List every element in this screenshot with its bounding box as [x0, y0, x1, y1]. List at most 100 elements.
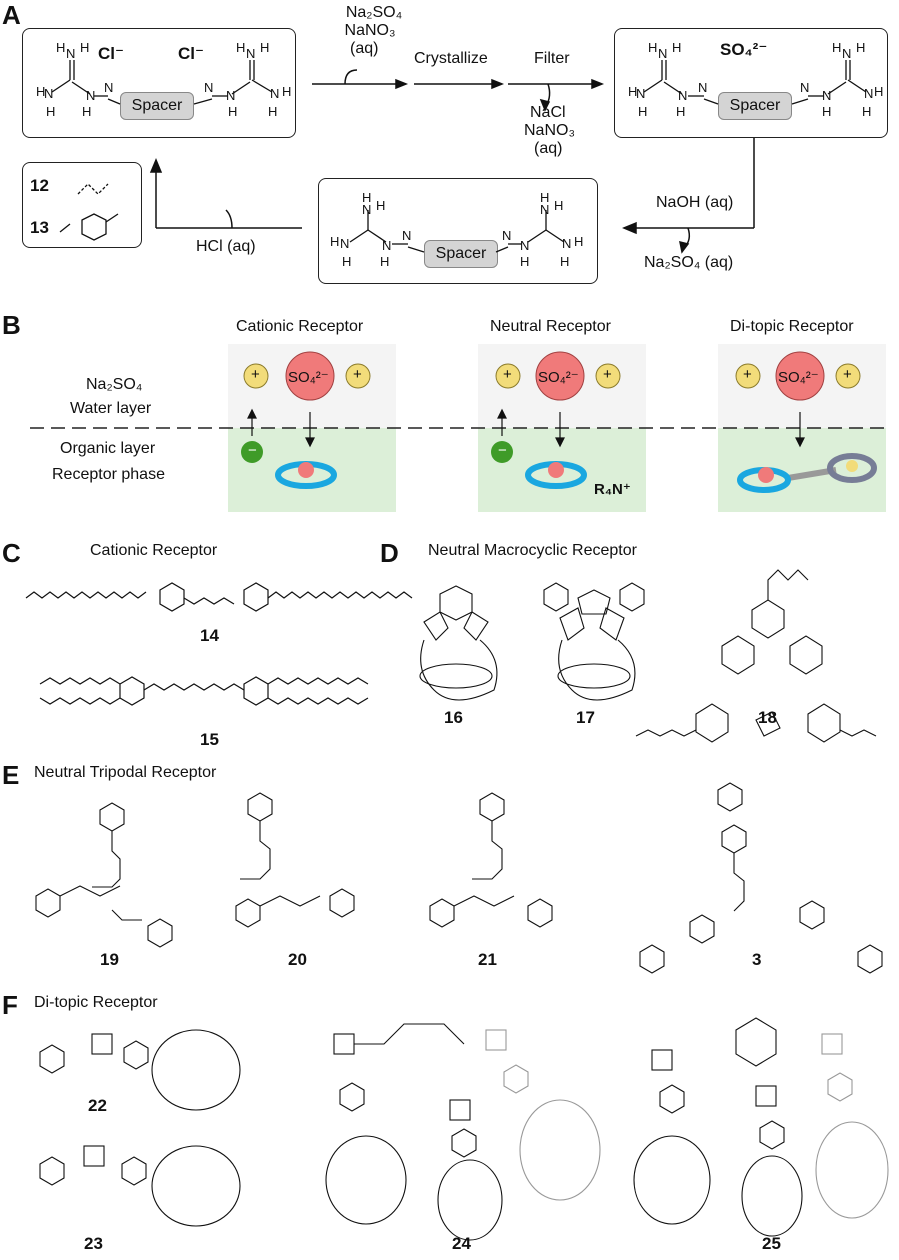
byproduct-nacl: NaCl: [530, 104, 566, 121]
anion-sign-2: −: [498, 442, 507, 459]
svg-text:H: H: [282, 84, 291, 99]
compound-3-label: 3: [752, 950, 762, 969]
svg-text:H: H: [80, 40, 89, 55]
sodium-cation-5: [735, 363, 761, 389]
quaternary-ammonium-label: R₄N⁺: [594, 481, 631, 498]
svg-text:N: N: [636, 86, 645, 101]
svg-text:H: H: [228, 104, 237, 119]
svg-text:H: H: [380, 254, 389, 269]
svg-text:H: H: [540, 190, 549, 205]
chloride-anion-1: Cl⁻: [98, 44, 124, 63]
panel-letter-b: B: [2, 310, 21, 340]
sulfate-label-1: SO₄²⁻: [288, 369, 329, 386]
svg-text:N: N: [44, 86, 53, 101]
svg-text:N: N: [270, 86, 279, 101]
filter-step: Filter: [534, 50, 570, 67]
spacer-label-1: Spacer: [120, 92, 194, 120]
cation-sign-5: +: [743, 366, 752, 383]
svg-text:H: H: [260, 40, 269, 55]
crystallize-step: Crystallize: [414, 50, 488, 67]
svg-text:H: H: [856, 40, 865, 55]
svg-text:N: N: [66, 46, 75, 61]
svg-text:H: H: [832, 40, 841, 55]
svg-text:H: H: [268, 104, 277, 119]
panel-letter-f: F: [2, 990, 18, 1020]
svg-text:H: H: [36, 84, 45, 99]
sodium-cation-2: [345, 363, 371, 389]
receptor-phase-label: Receptor phase: [52, 466, 165, 483]
sulfate-label-2: SO₄²⁻: [538, 369, 579, 386]
panel-letter-c: C: [2, 538, 21, 568]
svg-text:N: N: [800, 80, 809, 95]
panel-letter-d: D: [380, 538, 399, 568]
compound-16-label: 16: [444, 708, 463, 727]
compound-25-label: 25: [762, 1234, 781, 1253]
reagent-aq: (aq): [350, 40, 379, 57]
spacer-legend-12: 12: [30, 176, 49, 195]
spacer-label-3: Spacer: [424, 240, 498, 268]
compound-15-label: 15: [200, 730, 219, 749]
panel-c-title: Cationic Receptor: [90, 542, 218, 559]
compound-18-label: 18: [758, 708, 777, 727]
svg-text:N: N: [562, 236, 571, 251]
panel-d-title: Neutral Macrocyclic Receptor: [428, 542, 637, 559]
anion-sign-1: −: [248, 442, 257, 459]
compound-24-label: 24: [452, 1234, 471, 1253]
col-title-cationic: Cationic Receptor: [236, 318, 364, 335]
svg-text:N: N: [540, 202, 549, 217]
spacer-label-2: Spacer: [718, 92, 792, 120]
reagent-na2so4: Na₂SO₄: [345, 4, 403, 21]
svg-text:N: N: [226, 88, 235, 103]
compound-21-label: 21: [478, 950, 497, 969]
col-title-ditopic: Di-topic Receptor: [730, 318, 854, 335]
panel-letter-a: A: [2, 0, 21, 30]
svg-text:H: H: [822, 104, 831, 119]
cation-sign-4: +: [603, 366, 612, 383]
cation-sign-6: +: [843, 366, 852, 383]
svg-text:H: H: [628, 84, 637, 99]
svg-text:N: N: [678, 88, 687, 103]
svg-text:H: H: [648, 40, 657, 55]
cation-sign-3: +: [503, 366, 512, 383]
reagent-hcl: HCl (aq): [196, 238, 256, 255]
svg-text:H: H: [638, 104, 647, 119]
compound-19-label: 19: [100, 950, 119, 969]
water-layer-salt: Na₂SO₄: [86, 376, 143, 393]
panel-e-title: Neutral Tripodal Receptor: [34, 764, 217, 781]
organic-layer-label: Organic layer: [60, 440, 156, 457]
sulfate-label-3: SO₄²⁻: [778, 369, 819, 386]
chloride-anion-2: Cl⁻: [178, 44, 204, 63]
svg-text:N: N: [842, 46, 851, 61]
svg-text:H: H: [82, 104, 91, 119]
svg-text:H: H: [676, 104, 685, 119]
panel-letter-e: E: [2, 760, 20, 790]
byproduct-aq: (aq): [534, 140, 563, 157]
water-layer-label: Water layer: [70, 400, 152, 417]
svg-text:N: N: [340, 236, 349, 251]
sodium-cation-3: [495, 363, 521, 389]
compound-17-label: 17: [576, 708, 595, 727]
svg-text:N: N: [698, 80, 707, 95]
compound-23-label: 23: [84, 1234, 103, 1253]
chloride-anion-ball-2: [491, 441, 513, 463]
sodium-cation-6: [835, 363, 861, 389]
sulfate-anion-label: SO₄²⁻: [720, 40, 768, 59]
svg-text:N: N: [104, 80, 113, 95]
compound-20-label: 20: [288, 950, 307, 969]
chloride-anion-ball-1: [241, 441, 263, 463]
svg-text:H: H: [46, 104, 55, 119]
svg-text:H: H: [862, 104, 871, 119]
svg-text:N: N: [864, 86, 873, 101]
cation-sign-1: +: [251, 366, 260, 383]
byproduct-na2so4: Na₂SO₄ (aq): [644, 254, 734, 271]
panel-f-title: Di-topic Receptor: [34, 994, 158, 1011]
sulfate-anion-1: [285, 351, 335, 401]
